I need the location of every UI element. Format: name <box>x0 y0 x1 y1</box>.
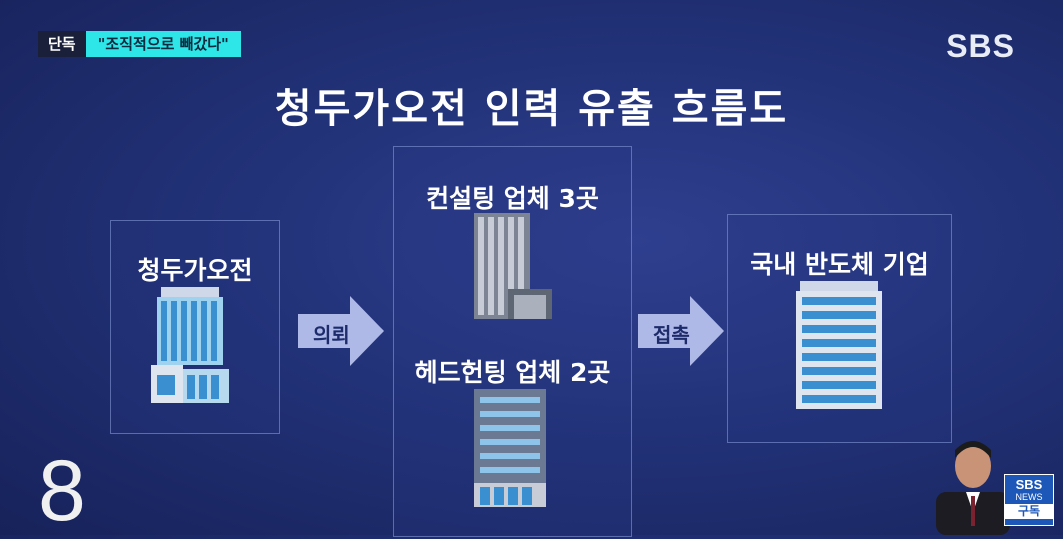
subscribe-button[interactable]: 구독 <box>1005 504 1053 519</box>
source-label: 청두가오전 <box>137 256 253 285</box>
target-box: 국내 반도체 기업 <box>727 214 952 443</box>
subscribe-badge[interactable]: SBS NEWS 구독 <box>1004 474 1054 526</box>
contact-label: 접촉 <box>653 323 690 347</box>
target-label: 국내 반도체 기업 <box>750 250 929 279</box>
arrow-right-icon <box>638 296 724 366</box>
quote-label: "조직적으로 빼갔다" <box>85 31 241 57</box>
office-tower-icon <box>474 213 552 319</box>
sign-interpreter <box>936 441 1010 535</box>
page-title: 청두가오전 인력 유출 흐름도 <box>274 86 789 132</box>
middle-box: 컨설팅 업체 3곳 헤드헌팅 업체 2곳 <box>393 146 632 537</box>
exclusive-label: 단독 <box>38 31 86 57</box>
building-icon <box>151 287 229 403</box>
arrow-right-icon <box>298 296 384 366</box>
office-tower-icon <box>474 389 546 507</box>
source-box: 청두가오전 <box>110 220 280 434</box>
sbs-logo: SBS <box>946 28 1015 64</box>
consult-label: 컨설팅 업체 3곳 <box>426 184 599 213</box>
building-icon <box>796 281 882 409</box>
badge-news: NEWS <box>1015 492 1043 502</box>
request-label: 의뢰 <box>313 323 350 347</box>
program-logo: 8 <box>38 443 86 539</box>
headhunt-label: 헤드헌팅 업체 2곳 <box>414 358 611 387</box>
badge-sbs: SBS <box>1015 477 1043 492</box>
headline-tag: 단독 "조직적으로 빼갔다" <box>38 31 241 57</box>
